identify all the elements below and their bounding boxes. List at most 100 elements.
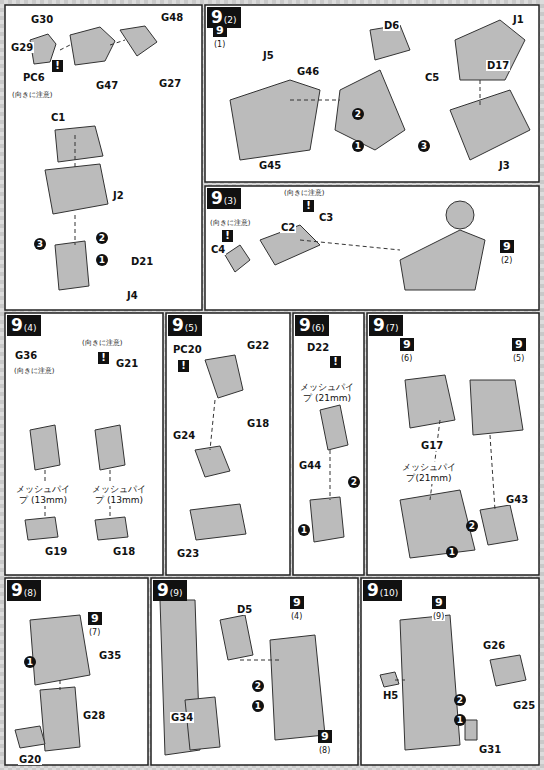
part-label: D21	[130, 256, 154, 267]
part-label: J2	[112, 190, 125, 201]
order-number: 1	[96, 254, 108, 266]
part-label: G34	[170, 712, 194, 723]
part-label: PC6	[22, 72, 46, 83]
part-label: C4	[210, 244, 226, 255]
step-number: 9	[373, 316, 385, 334]
part-label: G43	[505, 494, 529, 505]
order-number: 2	[352, 108, 364, 120]
sub-step: (6)	[312, 323, 325, 334]
part-label: G20	[18, 754, 42, 765]
caution-mark: !	[98, 352, 109, 364]
order-number: 3	[34, 238, 46, 250]
sub-step: (5)	[185, 323, 198, 334]
sub-step: (7)	[386, 323, 399, 334]
sub-step-reference: (7)	[88, 628, 101, 637]
sub-step-reference: (8)	[318, 746, 331, 755]
part-label: G18	[246, 418, 270, 429]
step-reference: 9	[318, 730, 332, 743]
caution-mark: !	[178, 360, 189, 372]
part-label: G31	[478, 744, 502, 755]
caution-note: (向きに注意)	[14, 366, 54, 376]
caution-note: (向きに注意)	[82, 338, 122, 348]
order-number: 1	[24, 656, 36, 668]
sub-step: (9)	[170, 588, 183, 599]
step-number: 9	[299, 316, 311, 334]
part-label: G21	[115, 358, 139, 369]
sub-step: (10)	[380, 588, 398, 599]
part-label: C1	[50, 112, 66, 123]
part-label: G22	[246, 340, 270, 351]
part-label: J5	[262, 50, 275, 61]
order-number: 1	[446, 546, 458, 558]
sub-step-reference: (6)	[400, 354, 413, 363]
part-label: J1	[512, 14, 525, 25]
step-reference: 9	[400, 338, 414, 351]
part-label: D5	[236, 604, 253, 615]
part-label: G36	[14, 350, 38, 361]
sub-step: (4)	[24, 323, 37, 334]
pipe-label: メッシュパイプ (13mm)	[14, 484, 72, 506]
part-label: C5	[424, 72, 440, 83]
part-label: G45	[258, 160, 282, 171]
step-reference: 9	[88, 612, 102, 625]
part-label: G28	[82, 710, 106, 721]
sub-step: (3)	[224, 196, 237, 207]
order-number: 1	[298, 524, 310, 536]
sub-step: (8)	[24, 588, 37, 599]
part-label: H5	[382, 690, 399, 701]
step-badge: 9(5)	[168, 315, 202, 336]
sub-step-reference: (2)	[500, 256, 513, 265]
step-badge: 9(6)	[295, 315, 329, 336]
order-number: 2	[466, 520, 478, 532]
part-label: C3	[318, 212, 334, 223]
caution-mark: !	[52, 60, 63, 72]
part-label: PC20	[172, 344, 203, 355]
part-label: G18	[112, 546, 136, 557]
step-badge: 9(4)	[7, 315, 41, 336]
step-badge: 9(7)	[369, 315, 403, 336]
step-badge: 9(8)	[7, 580, 41, 601]
order-number: 3	[418, 140, 430, 152]
order-number: 1	[352, 140, 364, 152]
step-number: 9	[11, 316, 23, 334]
caution-note: (向きに注意)	[284, 188, 324, 198]
part-label: G48	[160, 12, 184, 23]
order-number: 2	[348, 476, 360, 488]
step-badge: 9(10)	[363, 580, 402, 601]
part-label: G44	[298, 460, 322, 471]
part-label: G29	[10, 42, 34, 53]
step-number: 9	[211, 189, 223, 207]
sub-step-reference: (1)	[213, 40, 226, 49]
caution-note: (向きに注意)	[12, 90, 52, 100]
sub-step-reference: (5)	[512, 354, 525, 363]
part-label: G24	[172, 430, 196, 441]
step-badge: 9(9)	[153, 580, 187, 601]
part-label: D17	[486, 60, 510, 71]
step-number: 9	[367, 581, 379, 599]
part-label: D6	[383, 20, 400, 31]
part-label: J3	[498, 160, 511, 171]
part-label: J4	[126, 290, 139, 301]
step-number: 9	[11, 581, 23, 599]
part-label: G35	[98, 650, 122, 661]
step-reference: 9	[512, 338, 526, 351]
part-label: G46	[296, 66, 320, 77]
part-label: G17	[420, 440, 444, 451]
caution-mark: !	[330, 356, 341, 368]
pipe-label: メッシュパイプ (21mm)	[298, 382, 356, 404]
part-label: G47	[95, 80, 119, 91]
caution-mark: !	[222, 230, 233, 242]
step-badge: 9(3)	[207, 188, 241, 209]
sub-step-reference: (4)	[290, 612, 303, 621]
order-number: 1	[454, 714, 466, 726]
part-label: G27	[158, 78, 182, 89]
sub-step-reference: (9)	[432, 612, 445, 621]
caution-note: (向きに注意)	[210, 218, 250, 228]
part-label: G23	[176, 548, 200, 559]
part-label: G26	[482, 640, 506, 651]
order-number: 2	[96, 232, 108, 244]
pipe-label: メッシュパイプ (13mm)	[90, 484, 148, 506]
step-reference: 9	[432, 596, 446, 609]
part-label: G25	[512, 700, 536, 711]
